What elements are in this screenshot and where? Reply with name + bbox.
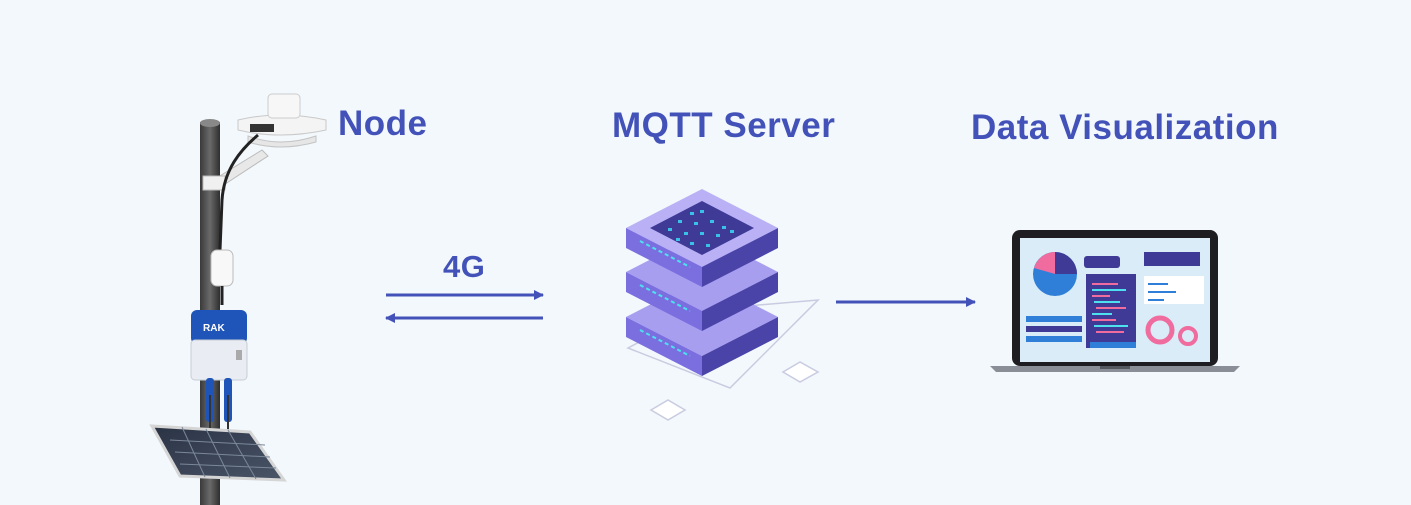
laptop-dashboard-icon [990, 230, 1240, 372]
data-visualization-label: Data Visualization [971, 108, 1279, 147]
device-brand-text: RAK [203, 323, 225, 334]
mqtt-server-label: MQTT Server [612, 106, 836, 145]
weather-station-icon: RAK [149, 93, 327, 505]
server-stack-icon [626, 189, 820, 421]
node-label: Node [338, 104, 428, 143]
link-4g-label: 4G [443, 249, 486, 284]
